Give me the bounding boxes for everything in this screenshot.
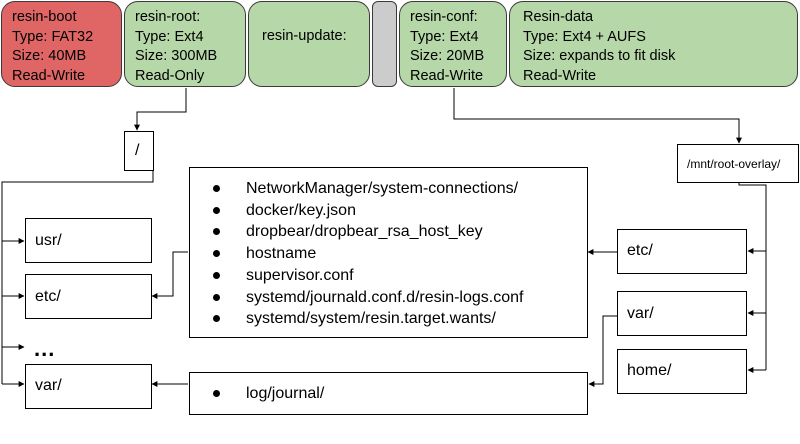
partition-mode: Read-Write — [410, 67, 484, 84]
partition-type: Type: Ext4 + AUFS — [523, 28, 646, 45]
overlay-var-box: var/ — [617, 291, 747, 336]
overlay-var-label: var/ — [627, 305, 654, 322]
partition-resin-boot: resin-boot Type: FAT32 Size: 40MB Read-W… — [1, 1, 122, 87]
list-item: systemd/system/resin.target.wants/ — [190, 308, 523, 330]
partition-label: resin-update: — [262, 28, 347, 44]
partition-size: Size: expands to fit disk — [523, 48, 676, 64]
partition-resin-root: resin-root: Type: Ext4 Size: 300MB Read-… — [124, 1, 246, 87]
partition-label: Resin-data — [523, 9, 594, 25]
list-item: hostname — [190, 243, 523, 265]
partition-label: resin-boot — [12, 9, 77, 25]
arrow-overlay-var-to-list — [588, 315, 617, 387]
overlay-etc-box: etc/ — [617, 229, 747, 274]
etc-dir-box: etc/ — [25, 274, 152, 319]
usr-dir-label: usr/ — [35, 232, 62, 249]
overlay-etc-label: etc/ — [627, 242, 653, 259]
list-item: docker/key.json — [190, 200, 523, 222]
partition-type: Type: FAT32 — [12, 28, 94, 45]
partition-label: resin-root: — [135, 9, 201, 25]
etc-dir-label: etc/ — [35, 288, 61, 305]
root-dir-box: / — [124, 131, 154, 171]
arrow-conf-to-overlay — [453, 88, 742, 144]
partition-label: resin-conf: — [410, 9, 478, 25]
overlay-home-box: home/ — [617, 349, 747, 394]
etc-files-list: NetworkManager/system-connections/ docke… — [190, 178, 523, 330]
tree-line-overlay — [738, 182, 767, 370]
var-dir-label: var/ — [35, 377, 62, 394]
overlay-dir-box: /mnt/root-overlay/ — [677, 144, 799, 183]
var-files-list: log/journal/ — [190, 383, 324, 405]
var-files-box: log/journal/ — [189, 372, 588, 415]
partition-resin-update: resin-update: — [248, 1, 370, 87]
overlay-home-label: home/ — [627, 362, 672, 379]
partition-mode: Read-Write — [12, 67, 86, 84]
partition-type: Type: Ext4 — [410, 28, 479, 45]
list-item: supervisor.conf — [190, 265, 523, 287]
more-dirs-ellipsis: ... — [34, 336, 56, 361]
root-dir-label: / — [135, 142, 140, 159]
tree-line-root — [1, 170, 154, 384]
list-item: NetworkManager/system-connections/ — [190, 178, 523, 200]
partition-resin-data: Resin-data Type: Ext4 + AUFS Size: expan… — [509, 1, 798, 87]
partition-size: Size: 20MB — [410, 48, 485, 64]
arrow-etc-files-to-etc — [151, 251, 188, 299]
usr-dir-box: usr/ — [25, 218, 152, 263]
partition-type: Type: Ext4 — [135, 28, 204, 45]
list-item: log/journal/ — [190, 383, 324, 405]
var-dir-box: var/ — [25, 364, 152, 409]
list-item: systemd/journald.conf.d/resin-logs.conf — [190, 287, 523, 309]
overlay-dir-label: /mnt/root-overlay/ — [687, 157, 781, 171]
list-item: dropbear/dropbear_rsa_host_key — [190, 221, 523, 243]
partition-gap — [372, 1, 397, 87]
partition-mode: Read-Only — [135, 67, 205, 84]
partition-mode: Read-Write — [523, 67, 597, 84]
partition-resin-conf: resin-conf: Type: Ext4 Size: 20MB Read-W… — [399, 1, 507, 87]
arrow-root-to-slash — [134, 88, 187, 131]
etc-files-box: NetworkManager/system-connections/ docke… — [189, 167, 588, 338]
partition-size: Size: 40MB — [12, 48, 87, 64]
partition-size: Size: 300MB — [135, 48, 218, 64]
